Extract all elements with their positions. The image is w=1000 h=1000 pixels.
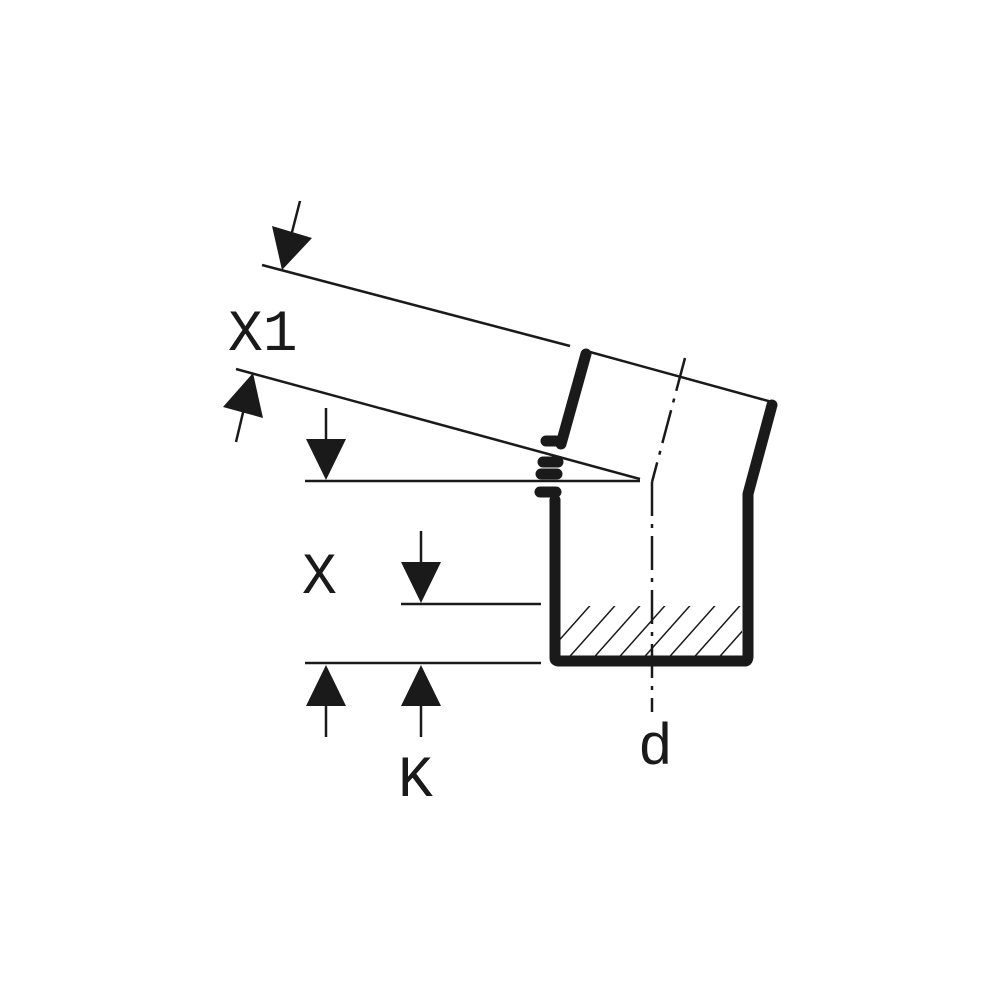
x-label: X [302, 546, 337, 611]
center-axis [650, 357, 687, 712]
x1-dimension: X1 [223, 200, 641, 481]
k-label: K [398, 749, 433, 814]
x1-extension-line-bottom [235, 367, 641, 481]
k-arrow-left [306, 665, 346, 706]
k-arrow-right [401, 665, 441, 706]
left-wall-lug-1 [534, 435, 564, 498]
d-label: d [638, 717, 673, 782]
x-arrow-top [306, 439, 346, 480]
socket-dimension [401, 531, 541, 606]
right-wall [739, 399, 778, 667]
x1-label: X1 [228, 303, 298, 368]
x1-arrow-top [272, 226, 312, 270]
x1-extension-line-top [261, 263, 571, 348]
x1-arrow-bottom [223, 373, 263, 418]
k-dimension: K [305, 661, 541, 814]
x-dimension: X [302, 408, 640, 611]
left-wall-lower [549, 494, 565, 667]
left-wall-upper [555, 348, 592, 450]
socket-hatch [560, 606, 742, 661]
socket-arrow [401, 562, 441, 603]
